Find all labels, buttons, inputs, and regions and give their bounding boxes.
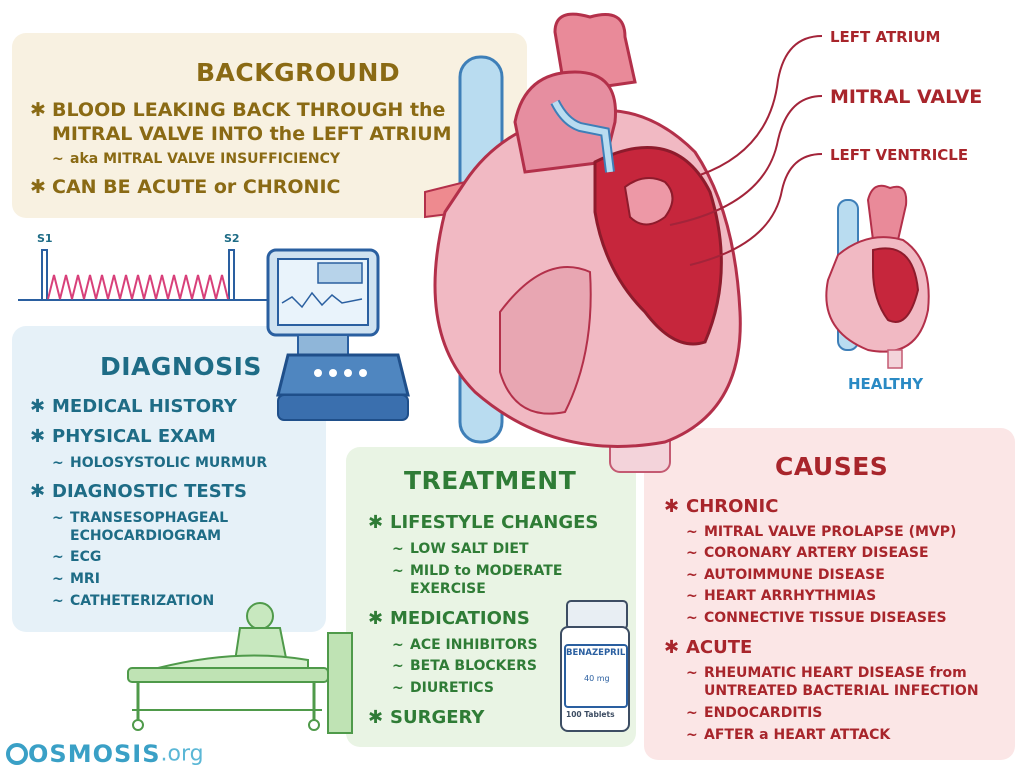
osmosis-logo[interactable]: OSMOSIS.org <box>6 740 204 768</box>
causes-sub-arrhythmias: ~HEART ARRHYTHMIAS <box>686 588 877 604</box>
pill-bottle-brand: BENAZEPRIL <box>566 648 626 658</box>
label-mitral-valve: MITRAL VALVE <box>830 86 983 108</box>
causes-sub-autoimmune: ~AUTOIMMUNE DISEASE <box>686 567 885 583</box>
diagnosis-sub-text: CATHETERIZATION <box>70 593 215 609</box>
background-point-2-text: CAN BE ACUTE or CHRONIC <box>52 176 341 198</box>
causes-sub-text: CONNECTIVE TISSUE DISEASES <box>704 610 947 626</box>
diagnosis-panel <box>12 326 326 632</box>
diagnosis-sub-text: HOLOSYSTOLIC MURMUR <box>70 455 268 471</box>
label-leader-lines <box>669 35 823 266</box>
diagnosis-item-physical-exam: ✱PHYSICAL EXAM <box>30 426 216 447</box>
causes-sub-text: AUTOIMMUNE DISEASE <box>704 567 885 583</box>
diagnosis-sub-cath: ~CATHETERIZATION <box>52 593 215 609</box>
treatment-sub-text: ACE INHIBITORS <box>410 637 538 653</box>
diagnosis-sub-mri: ~MRI <box>52 571 100 587</box>
treatment-sub-diuretics: ~DIURETICS <box>392 680 494 696</box>
diagnosis-item-medical-history: ✱MEDICAL HISTORY <box>30 396 237 417</box>
treatment-medications-label: MEDICATIONS <box>390 608 530 629</box>
causes-sub-mvp: ~MITRAL VALVE PROLAPSE (MVP) <box>686 524 957 540</box>
s2-label: S2 <box>224 232 240 245</box>
causes-sub-text: RHEUMATIC HEART DISEASE from <box>704 665 967 681</box>
logo-text: OSMOSIS <box>28 740 161 768</box>
treatment-sub-text: BETA BLOCKERS <box>410 658 537 674</box>
causes-sub-text: CORONARY ARTERY DISEASE <box>704 545 929 561</box>
heart-diagram <box>424 12 742 473</box>
diagnosis-item-label: MEDICAL HISTORY <box>52 396 237 417</box>
treatment-medications: ✱MEDICATIONS <box>368 608 530 629</box>
treatment-sub-text: DIURETICS <box>410 680 494 696</box>
treatment-lifestyle-label: LIFESTYLE CHANGES <box>390 512 599 533</box>
causes-acute-label: ACUTE <box>686 637 753 658</box>
background-title: BACKGROUND <box>196 58 401 87</box>
treatment-sub-ace: ~ACE INHIBITORS <box>392 637 538 653</box>
diagnosis-sub-murmur: ~HOLOSYSTOLIC MURMUR <box>52 455 268 471</box>
causes-sub-text: AFTER a HEART ATTACK <box>704 727 891 743</box>
causes-sub-text: HEART ARRHYTHMIAS <box>704 588 877 604</box>
causes-sub-rheumatic: ~RHEUMATIC HEART DISEASE from <box>686 665 967 681</box>
treatment-title: TREATMENT <box>404 466 577 495</box>
treatment-surgery: ✱SURGERY <box>368 707 485 728</box>
diagnosis-item-label: DIAGNOSTIC TESTS <box>52 481 247 502</box>
logo-circle-icon <box>6 743 28 765</box>
murmur-waveform <box>18 249 268 301</box>
treatment-sub-text: MILD to MODERATE <box>410 563 563 579</box>
label-healthy: HEALTHY <box>848 375 924 393</box>
causes-sub-heart-attack: ~AFTER a HEART ATTACK <box>686 727 891 743</box>
label-left-ventricle: LEFT VENTRICLE <box>830 146 969 164</box>
background-subpoint-text: aka MITRAL VALVE INSUFFICIENCY <box>70 151 341 167</box>
causes-sub-endocarditis: ~ENDOCARDITIS <box>686 705 823 721</box>
diagnosis-sub-tee: ~TRANSESOPHAGEAL <box>52 510 229 526</box>
diagnosis-item-diagnostic-tests: ✱DIAGNOSTIC TESTS <box>30 481 247 502</box>
causes-sub-cad: ~CORONARY ARTERY DISEASE <box>686 545 929 561</box>
background-point-1-line1: BLOOD LEAKING BACK THROUGH the <box>52 99 446 121</box>
causes-panel <box>644 428 1015 760</box>
pill-bottle-icon: BENAZEPRIL 40 mg 100 Tablets <box>560 600 630 732</box>
ultrasound-machine-icon <box>266 248 410 421</box>
treatment-sub-exercise: ~MILD to MODERATE <box>392 563 563 579</box>
logo-suffix: .org <box>160 741 204 767</box>
background-subpoint: ~aka MITRAL VALVE INSUFFICIENCY <box>52 151 341 167</box>
diagnosis-sub-echo: ECHOCARDIOGRAM <box>70 528 222 544</box>
causes-acute: ✱ACUTE <box>664 637 753 658</box>
healthy-heart-icon <box>825 184 930 369</box>
diagnosis-sub-text: TRANSESOPHAGEAL <box>70 510 229 526</box>
causes-sub-text: ENDOCARDITIS <box>704 705 823 721</box>
treatment-surgery-label: SURGERY <box>390 707 485 728</box>
treatment-lifestyle: ✱LIFESTYLE CHANGES <box>368 512 599 533</box>
s1-label: S1 <box>37 232 53 245</box>
treatment-sub-text: LOW SALT DIET <box>410 541 529 557</box>
diagnosis-item-label: PHYSICAL EXAM <box>52 426 216 447</box>
diagnosis-sub-ecg: ~ECG <box>52 549 102 565</box>
surgery-bed-icon <box>127 602 353 734</box>
pill-bottle-count: 100 Tablets <box>566 710 615 719</box>
diagnosis-sub-text: MRI <box>70 571 100 587</box>
label-left-atrium: LEFT ATRIUM <box>830 28 941 46</box>
treatment-sub-beta: ~BETA BLOCKERS <box>392 658 537 674</box>
causes-sub-text: MITRAL VALVE PROLAPSE (MVP) <box>704 524 957 540</box>
diagnosis-title: DIAGNOSIS <box>100 352 262 381</box>
background-point-1-line2: MITRAL VALVE INTO the LEFT ATRIUM <box>52 123 452 145</box>
causes-title: CAUSES <box>775 452 889 481</box>
causes-chronic: ✱CHRONIC <box>664 496 779 517</box>
treatment-sub-exercise-2: EXERCISE <box>410 581 486 597</box>
causes-sub-rheumatic-2: UNTREATED BACTERIAL INFECTION <box>704 683 979 699</box>
pill-bottle-dose: 40 mg <box>584 674 610 683</box>
treatment-sub-salt: ~LOW SALT DIET <box>392 541 529 557</box>
background-point-2: ✱CAN BE ACUTE or CHRONIC <box>30 176 341 198</box>
causes-sub-connective: ~CONNECTIVE TISSUE DISEASES <box>686 610 947 626</box>
causes-chronic-label: CHRONIC <box>686 496 779 517</box>
background-point-1: ✱BLOOD LEAKING BACK THROUGH the <box>30 99 446 121</box>
diagnosis-sub-text: ECG <box>70 549 102 565</box>
